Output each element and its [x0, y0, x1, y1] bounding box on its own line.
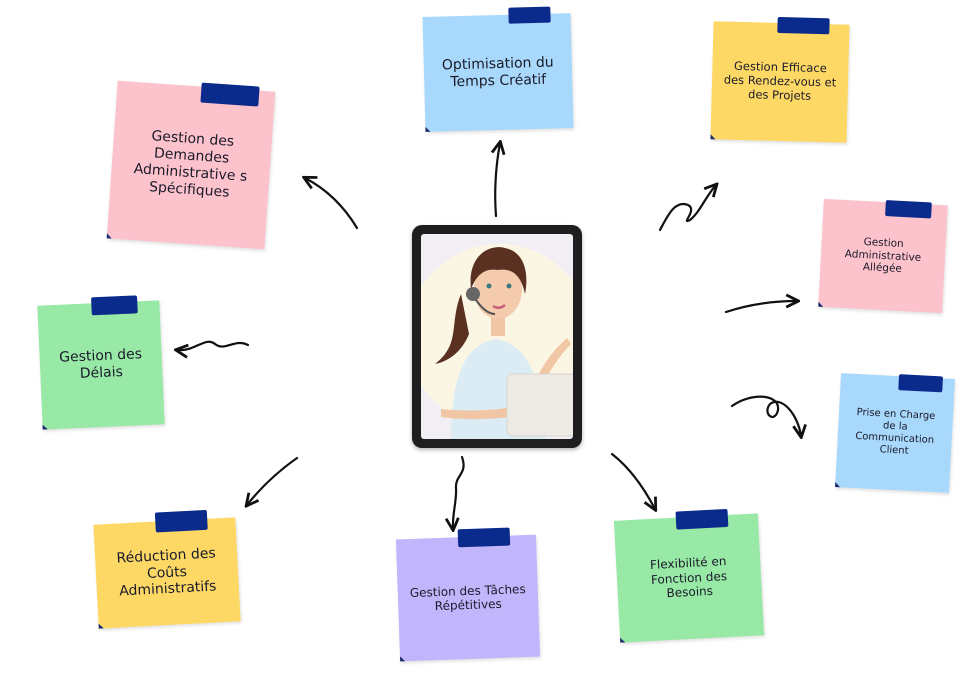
tablet-screen [421, 234, 573, 439]
note-text: Gestion Administrative Allégée [844, 236, 922, 276]
tape [91, 295, 138, 316]
note-text: Gestion des Tâches Répétitives [409, 581, 526, 614]
arrow-top-right [658, 185, 716, 232]
arrow-down [453, 455, 465, 529]
tape [457, 527, 511, 548]
note-optimisation-temps-creatif: Optimisation du Temps Créatif [422, 6, 574, 132]
note-text: Réduction des Coûts Administratifs [116, 545, 217, 600]
note-rendez-vous-projets: Gestion Efficace des Rendez-vous et des … [710, 16, 850, 143]
note-text: Prise en Charge de la Communication Clie… [855, 406, 936, 457]
arrow-swirl [730, 395, 801, 436]
note-communication-client: Prise en Charge de la Communication Clie… [835, 373, 955, 493]
arrow-left [177, 340, 250, 350]
tape [508, 6, 551, 24]
note-text: Gestion des Demandes Administrative s Sp… [133, 128, 248, 201]
arrow-down-right [610, 452, 655, 509]
note-delais: Gestion des Délais [37, 295, 165, 430]
note-text: Optimisation du Temps Créatif [441, 54, 554, 90]
tape [675, 508, 729, 530]
note-corner [42, 424, 48, 430]
arrow-top-left [305, 178, 359, 230]
tape [777, 16, 830, 35]
note-reduction-couts: Réduction des Coûts Administratifs [93, 509, 241, 629]
note-text: Gestion des Délais [58, 346, 143, 382]
note-corner [425, 126, 431, 132]
note-text: Flexibilité en Fonction des Besoins [649, 554, 728, 601]
note-corner [835, 481, 841, 488]
note-text: Gestion Efficace des Rendez-vous et des … [723, 59, 837, 103]
note-corner [399, 656, 406, 662]
note-demandes-specifiques: Gestion des Demandes Administrative s Sp… [106, 80, 276, 250]
tape [200, 82, 260, 107]
note-corner [710, 134, 716, 140]
assistant-illustration [421, 244, 573, 439]
tape [898, 374, 944, 393]
note-corner [106, 233, 113, 239]
note-administrative-allegee: Gestion Administrative Allégée [818, 198, 948, 314]
arrow-up [495, 143, 500, 218]
tape [885, 200, 932, 219]
note-flexibilite: Flexibilité en Fonction des Besoins [613, 508, 765, 643]
note-corner [818, 301, 824, 307]
note-corner [620, 637, 626, 643]
arrow-right [724, 301, 797, 314]
arrow-down-left [247, 456, 299, 505]
tablet-illustration [412, 225, 582, 448]
note-corner [98, 623, 104, 629]
note-taches-repetitives: Gestion des Tâches Répétitives [395, 527, 541, 662]
tape [154, 509, 208, 533]
